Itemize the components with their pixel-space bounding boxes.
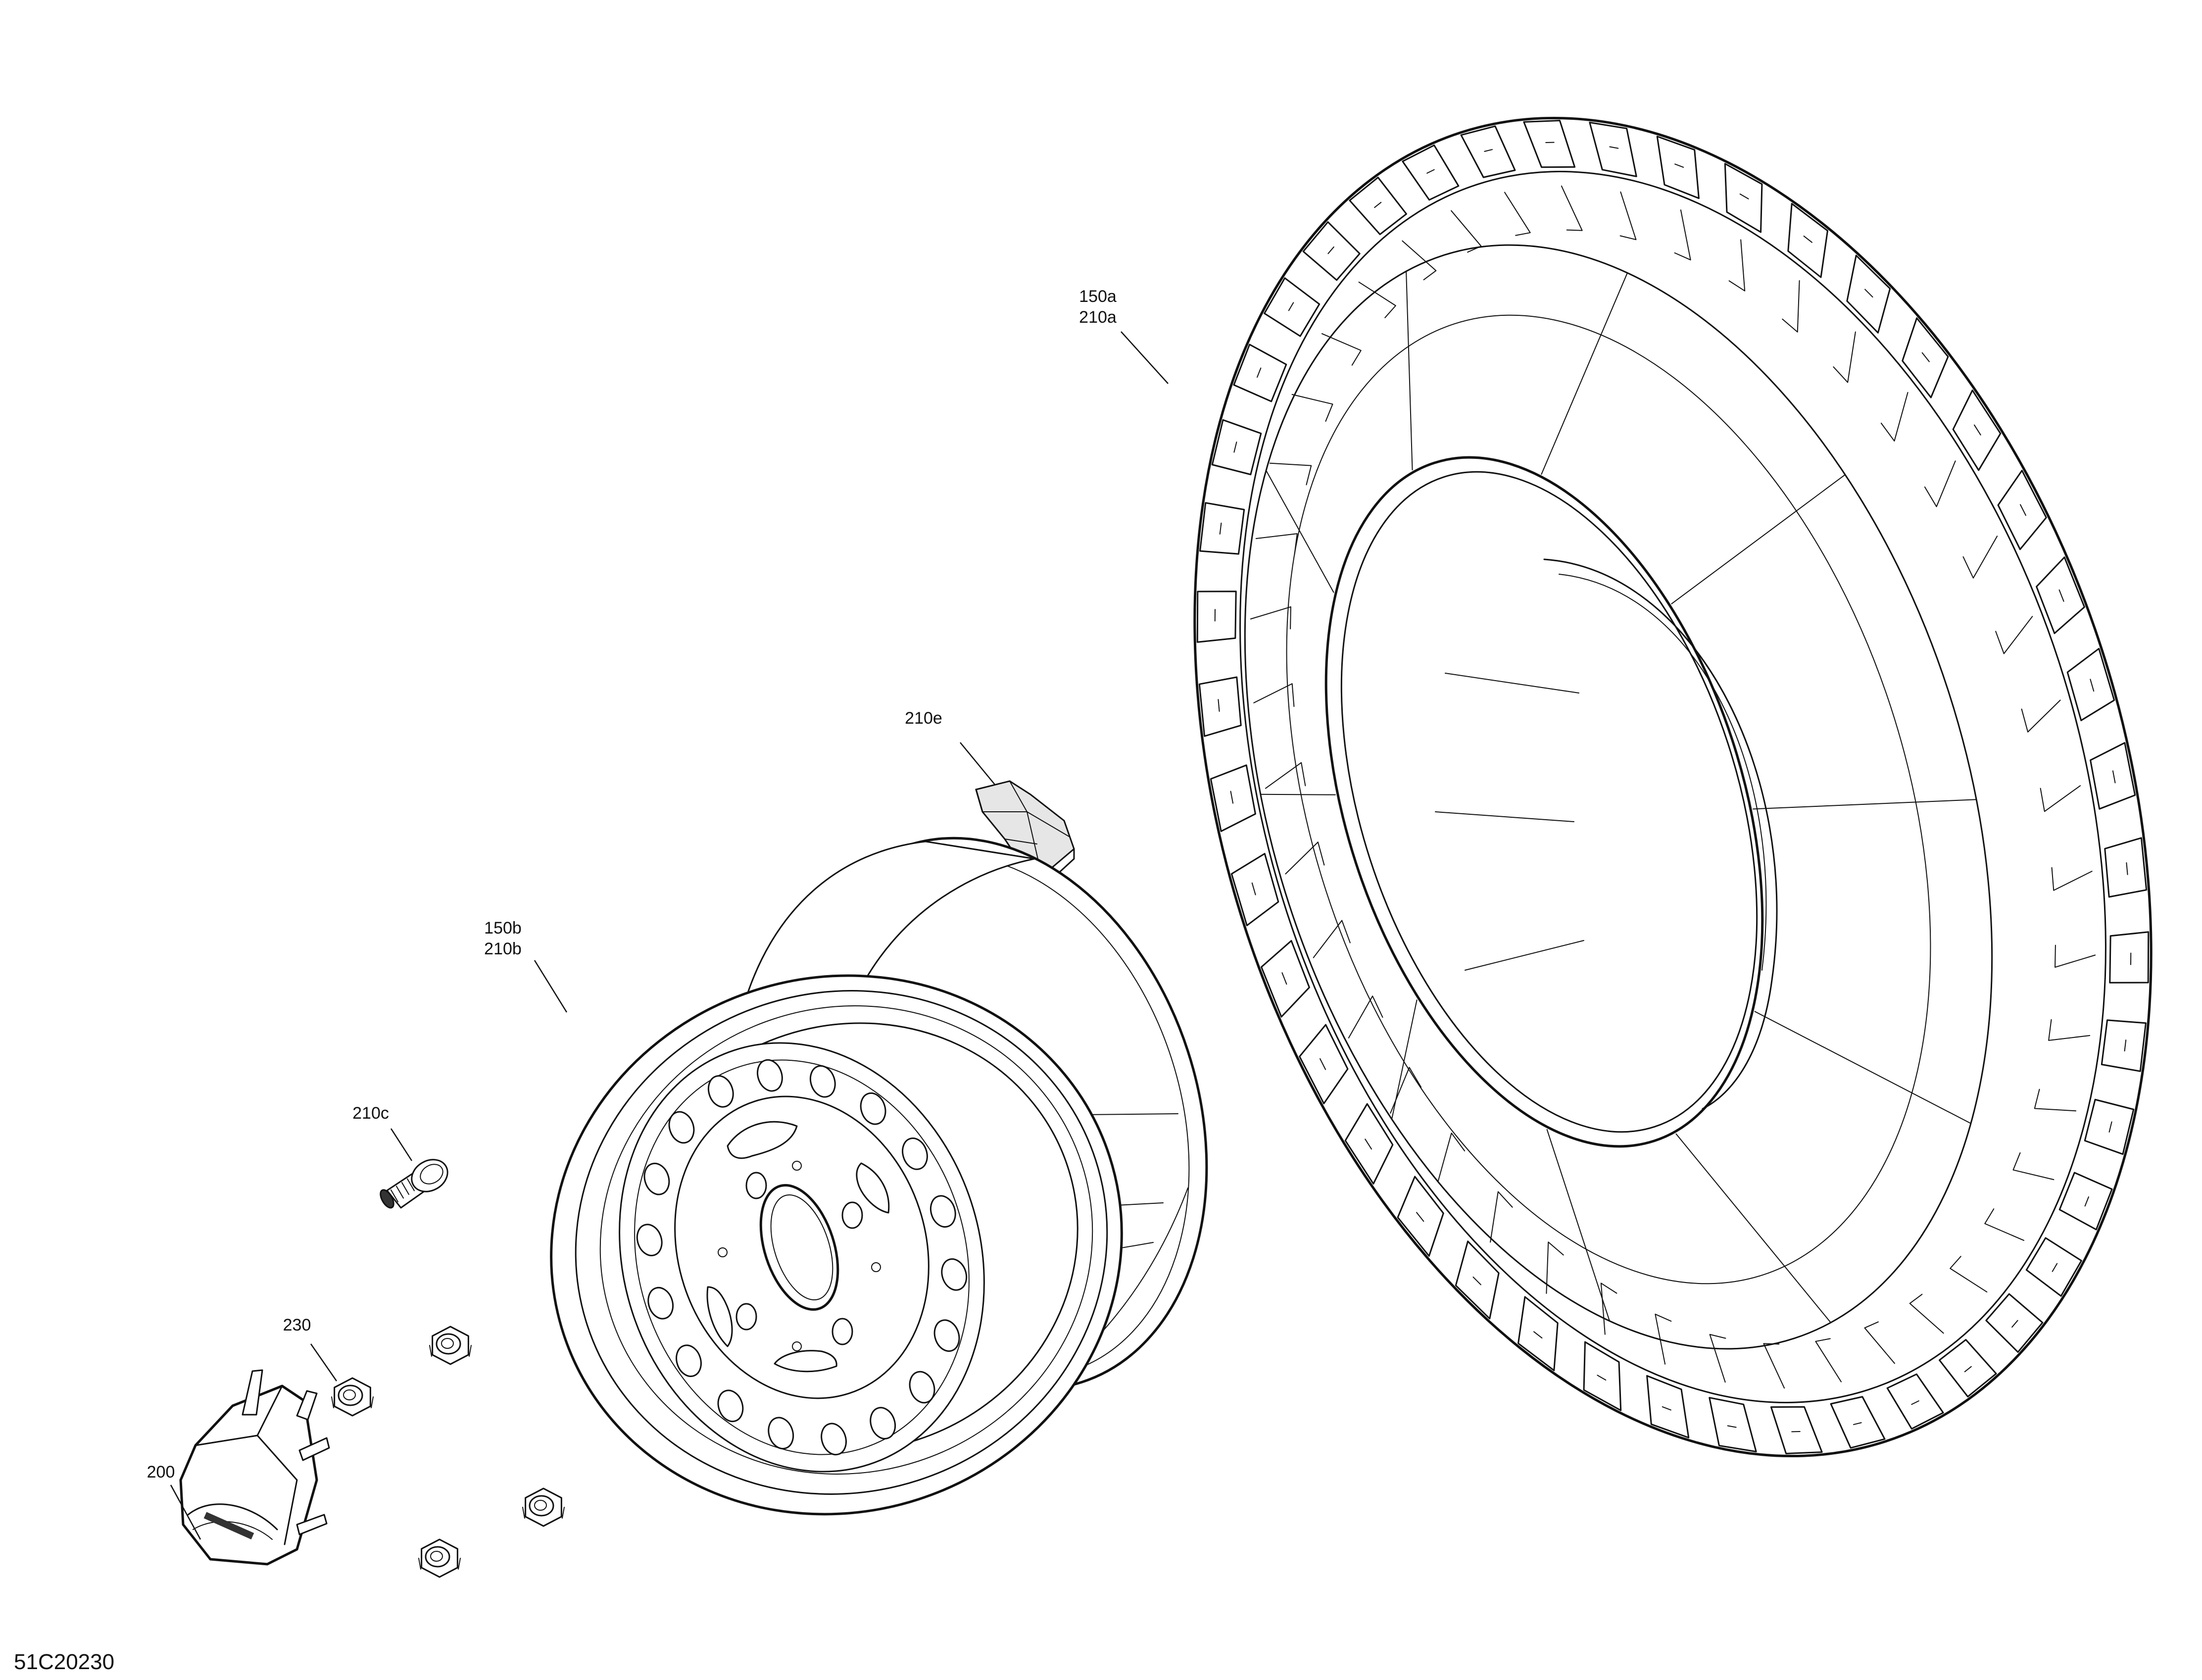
callout-nut: 230 [283, 1316, 311, 1334]
tread-lug [2084, 1098, 2135, 1155]
rim-hole [707, 1075, 734, 1108]
leader-lines [170, 331, 1169, 1540]
tread-lug [2109, 931, 2150, 984]
tread-lug [2090, 742, 2136, 810]
rim-hole [668, 1111, 695, 1144]
rim-hole [860, 1092, 886, 1125]
rim-hole [821, 1423, 847, 1456]
tread-lug [1523, 120, 1576, 168]
tread-lug [1985, 1293, 2044, 1353]
tread-lug [1938, 1339, 1997, 1398]
valve-stem-drawing[interactable] [378, 1153, 453, 1210]
tread-lug [1787, 202, 1828, 278]
rim-hole [643, 1162, 670, 1195]
callout-tire-line1: 150a [1079, 287, 1117, 306]
rim-hole [870, 1407, 896, 1439]
tread-lug [1902, 317, 1949, 398]
callout-rim-line1: 150b [484, 919, 522, 938]
tread-lug [1886, 1373, 1944, 1430]
tread-lug [1397, 1176, 1444, 1257]
lug-nut-drawing[interactable] [331, 1326, 565, 1578]
wheel-hub-drawing[interactable] [179, 1369, 330, 1566]
rim-hole [930, 1195, 956, 1228]
tread-lug [1211, 419, 1262, 476]
callout-hub: 200 [147, 1463, 175, 1482]
rim-hole [809, 1065, 836, 1098]
lug-nut[interactable] [522, 1487, 565, 1527]
rim-drawing[interactable] [481, 783, 1275, 1588]
tread-lug [1264, 277, 1321, 337]
tread-lug [2058, 1172, 2113, 1231]
rim-hole [933, 1319, 960, 1352]
tread-lug [1349, 176, 1408, 235]
rim-ventilation-holes [636, 1059, 968, 1456]
tread-lug [2104, 837, 2148, 898]
tread-lug [1233, 344, 1287, 402]
callout-rim-line2: 210b [484, 939, 522, 958]
tread-lug [1261, 940, 1310, 1018]
tread-lug [1656, 136, 1700, 199]
tire-tread-lugs [1196, 120, 2150, 1454]
rim-hole [757, 1059, 783, 1092]
tread-lug [1196, 591, 1237, 643]
rim-hole [909, 1371, 935, 1404]
lug-nut[interactable] [429, 1326, 472, 1365]
tread-lug [1830, 1396, 1886, 1449]
tread-lug [2101, 1019, 2147, 1072]
callout-weight: 210e [905, 709, 942, 728]
tread-lug [1709, 1397, 1757, 1453]
callout-valve: 210c [352, 1104, 389, 1123]
tread-lug [1646, 1375, 1690, 1438]
tread-lug [1583, 1341, 1622, 1411]
tread-lug [2025, 1237, 2082, 1297]
rim-hole [717, 1389, 744, 1423]
tread-lug [2066, 647, 2115, 721]
tread-lug [1455, 1240, 1500, 1320]
tread-lug [1344, 1103, 1394, 1185]
tread-lug [1589, 121, 1637, 177]
tread-lug [1952, 389, 2002, 471]
tread-lug [1770, 1406, 1823, 1454]
rim-hole [647, 1286, 674, 1320]
tread-lug [1846, 254, 1891, 334]
rim-hole [941, 1258, 968, 1291]
tread-lug [1402, 144, 1460, 201]
rim-hole [768, 1417, 794, 1450]
tire-sidewall-lines [1260, 271, 1977, 1323]
rim-hole [676, 1344, 702, 1377]
rim-hole [636, 1224, 663, 1256]
tread-lug [2036, 556, 2085, 634]
rim-hole [902, 1137, 928, 1170]
callout-tire-line2: 210a [1079, 308, 1117, 327]
tread-lug [1724, 163, 1763, 233]
tread-lug [1199, 502, 1245, 555]
tire-drawing[interactable] [1032, 0, 2202, 1581]
lug-nut[interactable] [418, 1538, 461, 1578]
tread-lug [1460, 125, 1516, 178]
tread-lug [1198, 676, 1242, 737]
tread-lug [1210, 764, 1256, 832]
tread-lug [1230, 853, 1279, 927]
figure-id: 51C20230 [14, 1650, 114, 1674]
tread-lug [1997, 470, 2047, 550]
lug-nut[interactable] [331, 1377, 374, 1417]
tread-lug [1517, 1296, 1559, 1372]
tread-lug [1299, 1024, 1349, 1104]
tread-lug [1302, 221, 1361, 281]
